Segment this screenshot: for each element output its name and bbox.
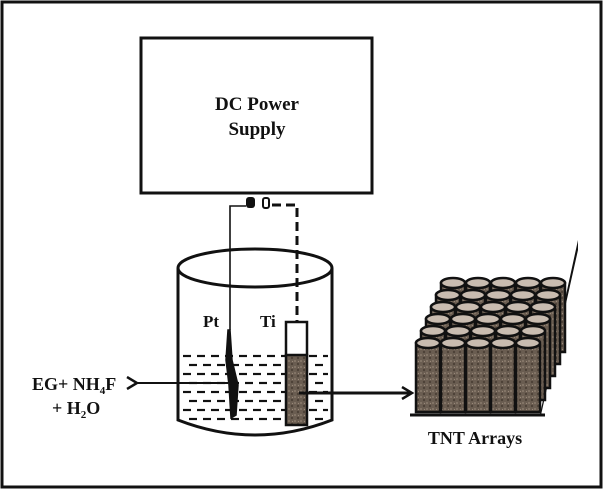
tnt-arrays-label: TNT Arrays [428,428,522,448]
negative-terminal [246,197,255,208]
nanotube [514,336,542,414]
electrolyte-line1-prefix: EG+ NH [32,374,100,394]
tnt-array [410,240,578,417]
ti-label: Ti [260,312,276,331]
electrolyte-line1-suffix: F [105,374,116,394]
nanotube [464,336,492,414]
electrolyte-label-line1: EG+ NH4F [32,374,116,397]
ti-wire [272,203,299,322]
ti-electrode-oxidized [284,353,309,427]
electrolyte-line1-sub: 4 [100,385,106,397]
pt-wire [229,205,246,330]
electrolyte-label-line2: + H2O [52,398,100,421]
nanotube [489,336,517,414]
electrolyte-line2-prefix: + H [52,398,81,418]
nanotube [439,336,467,414]
pt-label: Pt [203,312,219,331]
power-supply-label-line2: Supply [228,119,286,140]
pt-electrode [225,329,239,420]
electrolyte-line2-suffix: O [86,398,100,418]
nanotube [414,336,442,414]
positive-terminal [262,197,270,209]
ti-electrode-upper [284,320,309,358]
power-supply-box [139,36,374,195]
electrolyte-line2-sub: 2 [81,409,87,421]
beaker [176,247,334,437]
power-supply-label-line1: DC Power [215,94,299,115]
